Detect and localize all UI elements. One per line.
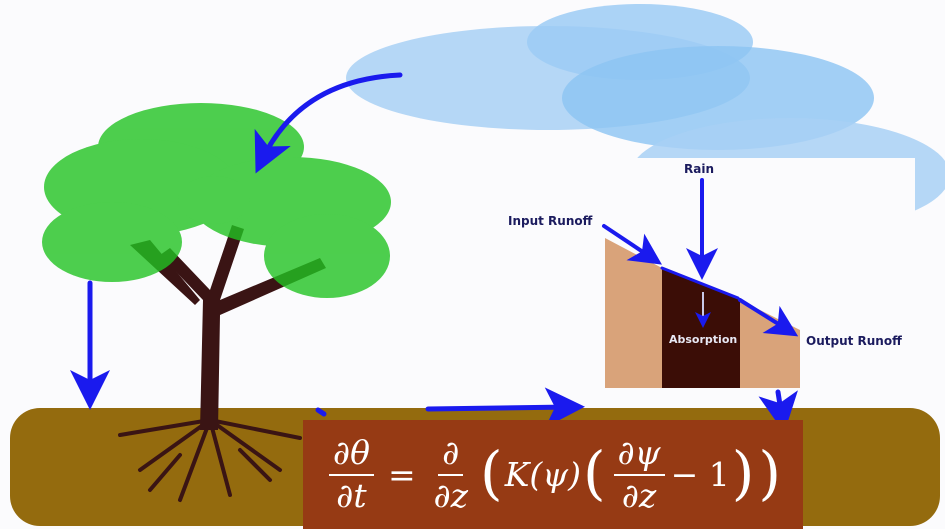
arrow-right-drain — [758, 389, 798, 433]
derivative-numerator: ∂ — [438, 434, 464, 476]
derivative-denominator: ∂z — [433, 475, 469, 515]
lhs-denominator: ∂t — [336, 475, 367, 515]
right-paren-inner: ) — [731, 438, 755, 507]
inner-numerator: ∂ψ — [613, 434, 665, 476]
lhs-fraction: ∂θ ∂t — [329, 434, 374, 515]
derivative-operator: ∂ ∂z — [430, 434, 472, 515]
tree-roots — [118, 418, 302, 502]
arrow-surface-flow — [425, 387, 585, 428]
label-output-runoff: Output Runoff — [806, 334, 902, 348]
left-paren-inner: ( — [582, 438, 606, 507]
richards-equation: ∂θ ∂t = ∂ ∂z ( K(ψ) ( ∂ψ ∂z − 1 ) ) — [303, 420, 803, 529]
runoff-inset — [602, 178, 800, 388]
right-paren-outer: ) — [758, 438, 781, 507]
tree-icon — [42, 103, 391, 430]
arrow-icon — [70, 72, 798, 433]
arrow-slope-flow — [738, 298, 799, 337]
inner-denominator: ∂z — [621, 475, 657, 515]
label-input-runoff: Input Runoff — [508, 214, 593, 228]
arrow-infiltration-left — [315, 407, 327, 417]
minus-one: − 1 — [670, 455, 730, 494]
inner-fraction: ∂ψ ∂z — [613, 434, 665, 515]
left-paren-outer: ( — [480, 438, 503, 507]
label-rain: Rain — [684, 162, 714, 176]
lhs-numerator: ∂θ — [329, 434, 374, 476]
conductivity-term: K(ψ) — [504, 455, 581, 494]
arrow-cloud-to-tree — [254, 72, 403, 174]
equals-sign: = — [387, 455, 416, 494]
label-absorption: Absorption — [669, 333, 738, 346]
arrow-input-runoff — [602, 224, 662, 265]
